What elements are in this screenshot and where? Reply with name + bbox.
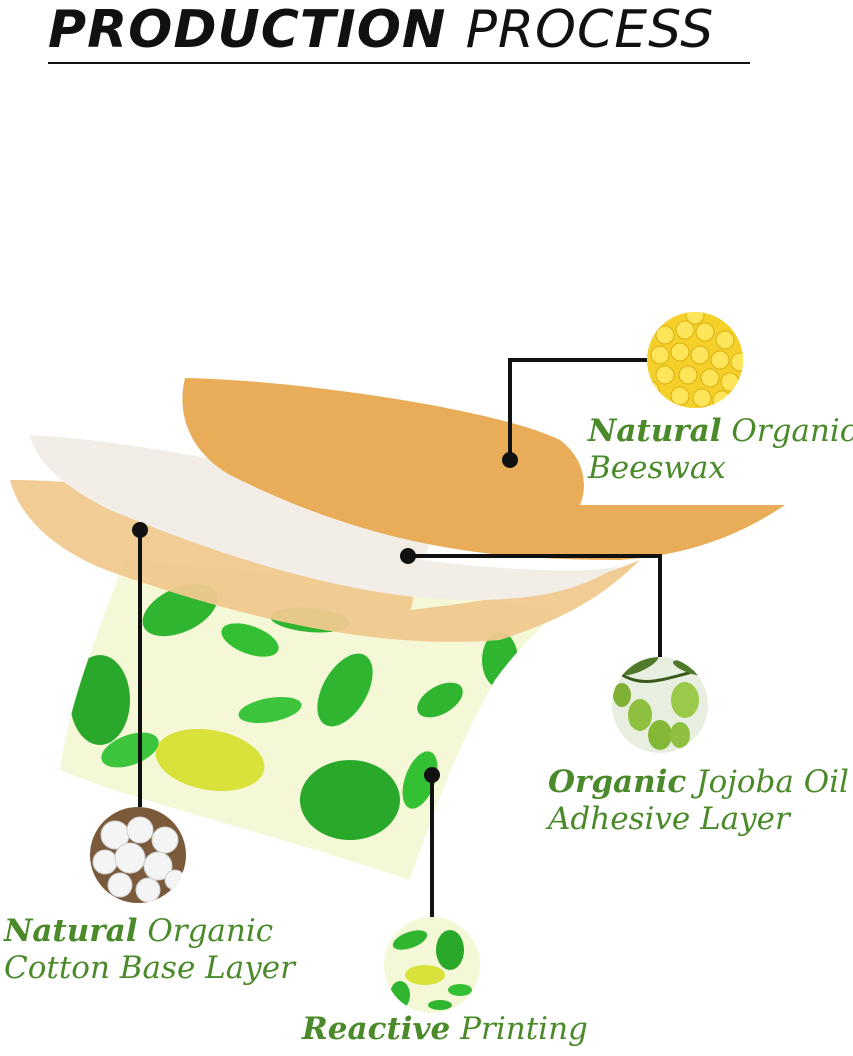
jojoba-label: Organic Jojoba Oil Adhesive Layer [548,764,849,838]
beeswax-label: Natural Organic Beeswax [588,413,853,487]
title-underline [48,62,750,64]
callout-lines [138,358,662,917]
jojoba-pointer-dot [400,548,416,564]
cotton-label-rest: Organic [147,913,274,949]
jojoba-label-bold: Organic [548,764,687,800]
cotton-label: Natural Organic Cotton Base Layer [4,913,295,987]
beeswax-label-bold: Natural [588,413,722,449]
printing-pointer-dot [424,767,440,783]
printing-label-bold: Reactive [302,1011,451,1047]
cotton-pointer-dot [132,522,148,538]
page-title: PRODUCTION PROCESS [48,0,752,60]
jojoba-label-line2: Adhesive Layer [548,801,790,837]
cotton-label-line2: Cotton Base Layer [4,950,295,986]
title-part-2: PROCESS [465,0,715,60]
beeswax-label-rest: Organic [731,413,853,449]
printing-thumbnail [384,917,480,1013]
jojoba-thumbnail [612,657,708,753]
beeswax-label-line2: Beeswax [588,450,726,486]
printing-label: Reactive Printing [302,1011,588,1048]
jojoba-label-rest: Jojoba Oil [696,764,849,800]
printing-label-rest: Printing [460,1011,588,1047]
title-part-1: PRODUCTION [48,0,447,60]
beeswax-layer [182,378,786,560]
jojoba-adhesive-layer [30,435,620,600]
cotton-label-bold: Natural [4,913,138,949]
beeswax-thumbnail [647,312,743,408]
beeswax-pointer-dot [502,452,518,468]
cotton-thumbnail [90,807,186,903]
